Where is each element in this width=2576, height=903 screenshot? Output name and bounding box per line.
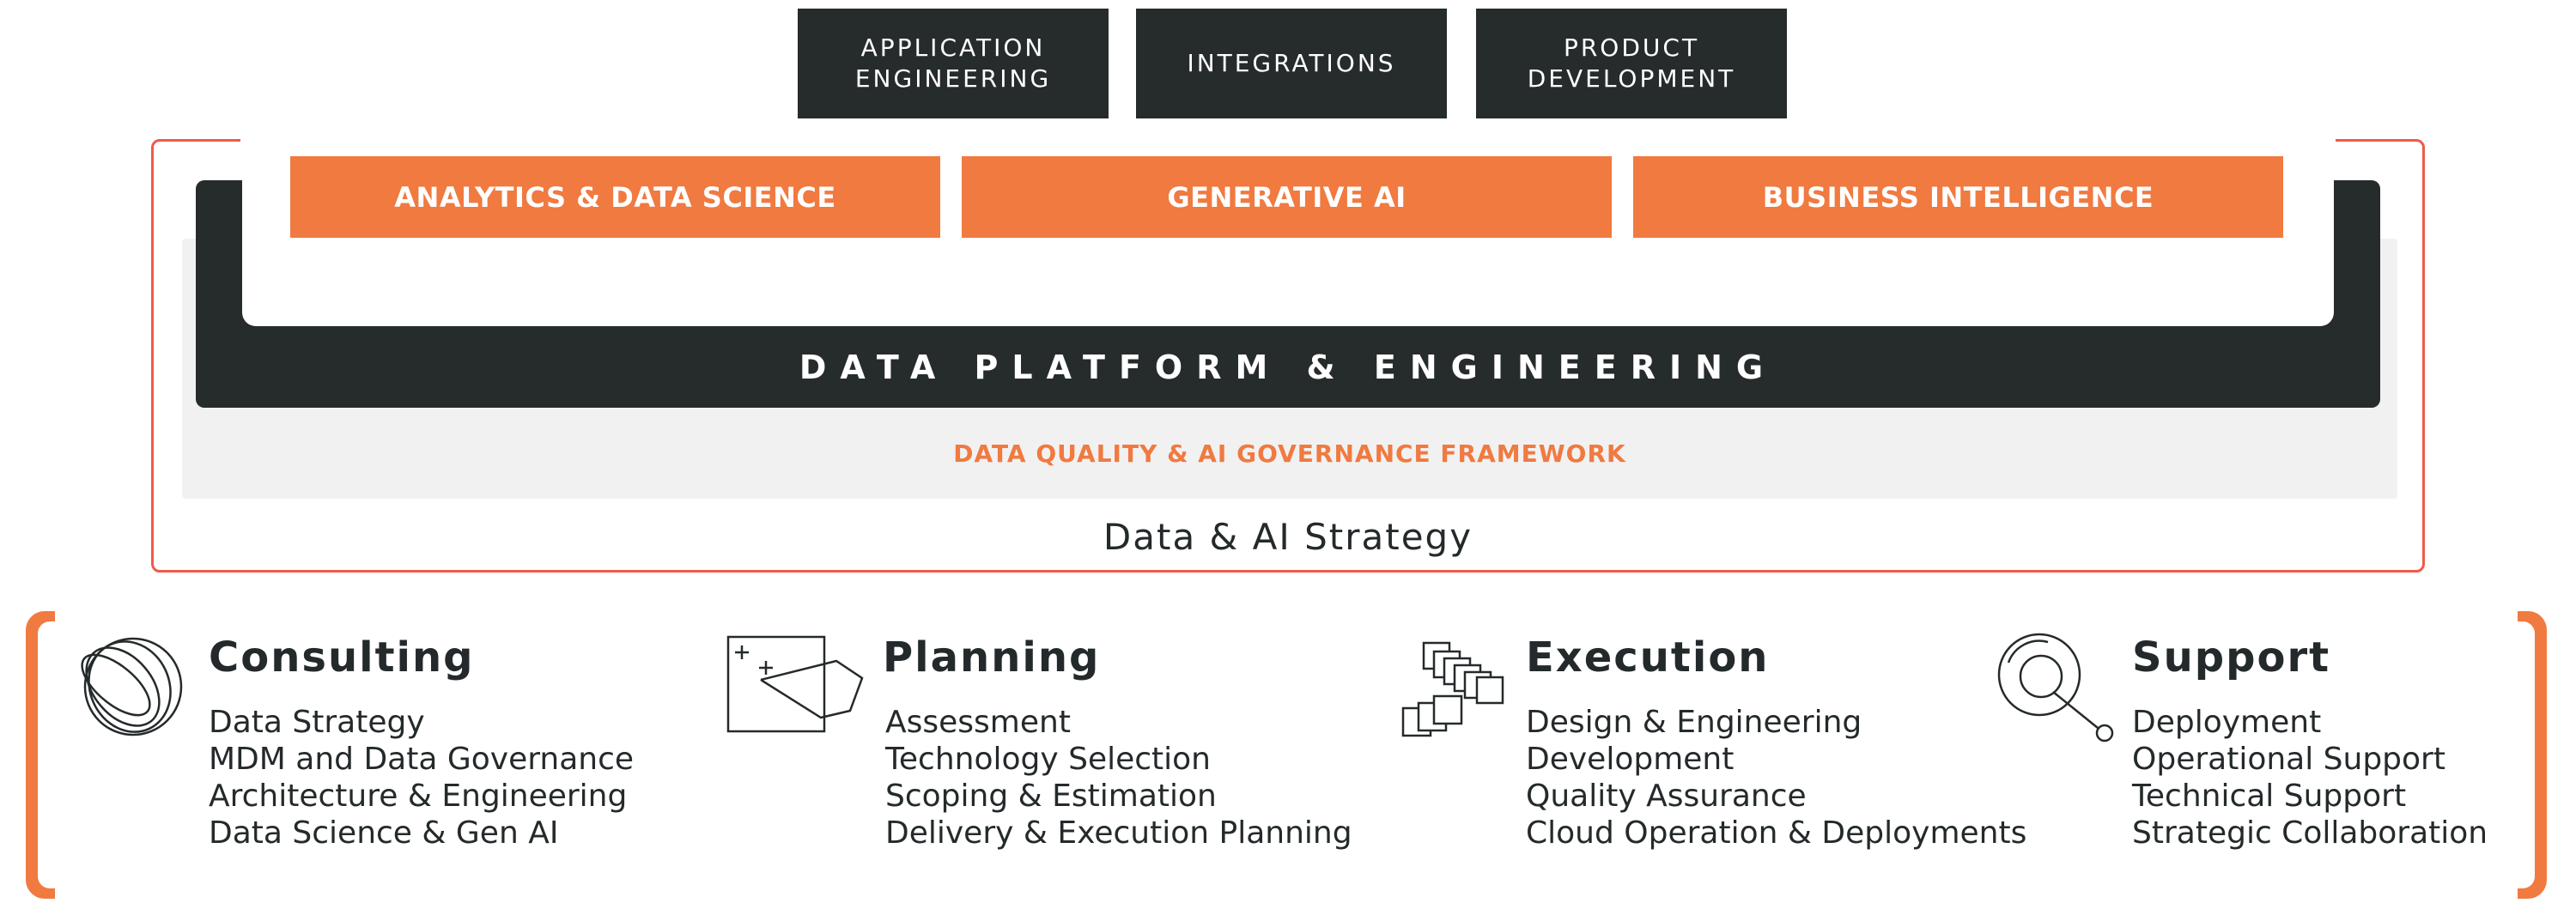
list-item: MDM and Data Governance (209, 742, 635, 777)
consulting-title: Consulting (209, 633, 475, 682)
integrations-box: INTEGRATIONS (1136, 9, 1447, 118)
right-bracket-inner (2518, 621, 2535, 888)
strategy-label: Data & AI Strategy (1103, 515, 1473, 558)
support-list: Deployment Operational Support Technical… (2132, 704, 2488, 851)
consulting-list: Data Strategy MDM and Data Governance Ar… (209, 704, 634, 851)
magnifier-icon (1996, 632, 2121, 743)
list-item: Architecture & Engineering (209, 779, 628, 814)
list-item: Technical Support (2132, 779, 2407, 814)
governance-framework-label: DATA QUALITY & AI GOVERNANCE FRAMEWORK (953, 439, 1626, 468)
data-platform-label: DATA PLATFORM & ENGINEERING (799, 348, 1777, 386)
list-item: Technology Selection (885, 742, 1212, 777)
planning-list: Assessment Technology Selection Scoping … (885, 704, 1352, 851)
list-item: Data Science & Gen AI (209, 815, 559, 851)
list-item: Development (1526, 742, 1735, 777)
support-title: Support (2132, 633, 2331, 682)
generative-ai-bar: GENERATIVE AI (962, 156, 1612, 238)
list-item: Scoping & Estimation (885, 779, 1217, 814)
list-item: Deployment (2132, 705, 2322, 740)
stacked-squares-icon (1400, 639, 1507, 742)
list-item: Assessment (885, 705, 1071, 740)
product-development-box: PRODUCT DEVELOPMENT (1476, 9, 1787, 118)
analytics-data-science-bar: ANALYTICS & DATA SCIENCE (290, 156, 940, 238)
planning-title: Planning (883, 633, 1101, 682)
list-item: Operational Support (2132, 742, 2445, 777)
list-item: Design & Engineering (1526, 705, 1862, 740)
globe-icon (81, 635, 185, 738)
list-item: Quality Assurance (1526, 779, 1807, 814)
list-item: Cloud Operation & Deployments (1526, 815, 2027, 851)
list-item: Strategic Collaboration (2132, 815, 2488, 851)
execution-list: Design & Engineering Development Quality… (1526, 704, 2026, 851)
execution-title: Execution (1526, 633, 1770, 682)
business-intelligence-bar: BUSINESS INTELLIGENCE (1633, 156, 2283, 238)
list-item: Delivery & Execution Planning (885, 815, 1352, 851)
blueprint-icon (726, 635, 864, 734)
list-item: Data Strategy (209, 705, 425, 740)
left-bracket-inner (38, 621, 55, 888)
application-engineering-box: APPLICATION ENGINEERING (798, 9, 1109, 118)
